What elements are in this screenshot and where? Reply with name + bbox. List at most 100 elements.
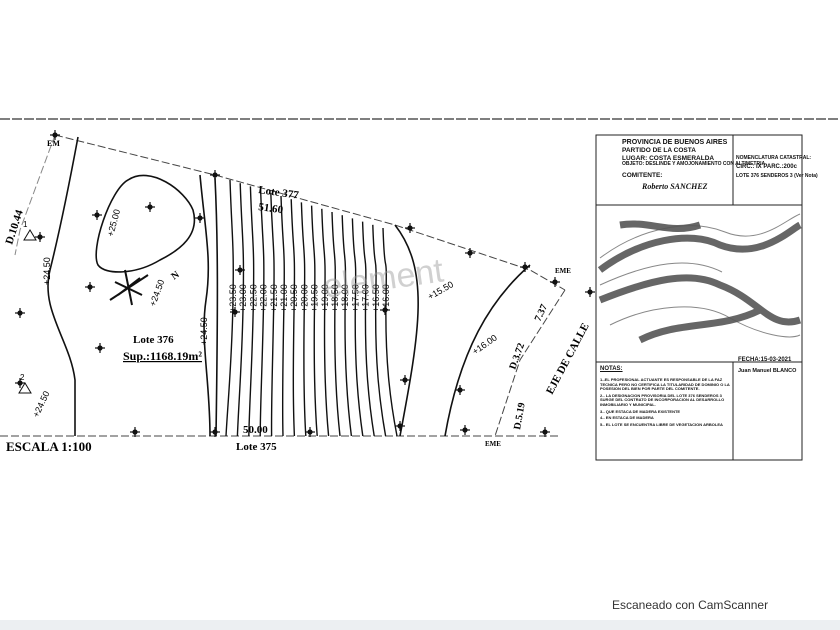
lot-375-label: Lote 375 — [236, 441, 277, 453]
fecha: FECHA:15-03-2021 — [738, 357, 792, 363]
survey-point-icon — [92, 210, 102, 220]
contour-line — [321, 208, 330, 437]
contour-label: +17.50 — [350, 284, 360, 312]
survey-point-icon — [95, 343, 105, 353]
benchmark-icon — [23, 229, 37, 241]
contour-line — [341, 215, 353, 437]
contour-label: +24.50 — [31, 389, 52, 418]
contour-line — [95, 174, 196, 273]
scale-label: ESCALA 1:100 — [6, 439, 92, 454]
north-arrow-icon — [109, 269, 149, 306]
contour-line — [290, 199, 296, 437]
contour-label: +16.00 — [381, 284, 391, 312]
contour-label: +16.00 — [470, 333, 498, 357]
lot-boundary-north — [54, 134, 566, 291]
note: 3.- QUE ESTACA DE MADERA EXISTENTE — [600, 408, 681, 414]
lot-boundary-east — [494, 289, 566, 437]
survey-point-icon — [465, 248, 475, 258]
contour-line — [361, 221, 375, 437]
contour-label: +19.00 — [320, 284, 330, 312]
survey-point-icon — [380, 305, 390, 315]
survey-point-icon — [15, 308, 25, 318]
east-dimension: 7.37 — [533, 303, 550, 324]
note: 4.- EN ESTACA DE MADERA — [600, 415, 654, 421]
contour-line — [248, 186, 255, 437]
area-label: Sup.:1168.19m² — [123, 349, 202, 363]
comitente: Roberto SANCHEZ — [642, 182, 708, 192]
corner-se: EME — [485, 440, 501, 448]
contour-line — [300, 202, 307, 437]
partido: PARTIDO DE LA COSTA — [622, 147, 696, 155]
contour-line — [394, 224, 419, 437]
title-block-left: PROVINCIA DE BUENOS AIRES PARTIDO DE LA … — [622, 139, 765, 191]
contour-label: +25.00 — [105, 208, 122, 237]
nomenclatura: NOMENCLATURA CATASTRAL: — [736, 155, 812, 161]
contour-label: +21.00 — [279, 284, 289, 312]
location-map — [597, 220, 802, 344]
lot-boundary-west — [14, 134, 56, 256]
contour-line — [214, 177, 219, 437]
contour-label: +19.50 — [310, 284, 320, 312]
survey-point-icon — [145, 202, 155, 212]
title-block-frame — [595, 134, 803, 461]
contour-line — [372, 224, 387, 437]
contour-line — [444, 264, 531, 437]
south-dimension: 50.00 — [243, 424, 268, 436]
contour-label: +23.00 — [238, 284, 248, 312]
survey-point-icon — [550, 277, 560, 287]
contour-label: +24.50 — [147, 278, 166, 308]
survey-point-icon — [195, 213, 205, 223]
survey-point-icon — [400, 375, 410, 385]
contour-label: +18.50 — [330, 284, 340, 312]
contour-line — [199, 174, 211, 437]
survey-point-icon — [235, 265, 245, 275]
survey-point-icon — [130, 427, 140, 437]
contour-line — [310, 205, 318, 437]
professional: Juan Manuel BLANCO — [738, 368, 797, 374]
province: PROVINCIA DE BUENOS AIRES — [622, 139, 728, 146]
contour-line — [47, 136, 79, 436]
street-axis-label: EJE DE CALLE — [544, 321, 592, 396]
survey-point-icon — [35, 232, 45, 242]
objeto: OBJETO: DESLINDE Y AMOJONAMIENTO CON ALT… — [622, 160, 766, 167]
survey-point-icon — [15, 378, 25, 388]
note: 1.-EL PROFESIONAL ACTUANTE ES RESPONSABL… — [600, 377, 730, 392]
contour-line — [270, 192, 275, 437]
comitente-label: COMITENTE: — [622, 171, 663, 179]
survey-point-icon — [585, 287, 595, 297]
benchmark-label: 2 — [20, 373, 25, 382]
north-label: N — [169, 269, 182, 283]
contour-label: +24.50 — [199, 317, 209, 345]
survey-point-icon — [540, 427, 550, 437]
contour-label: +18.00 — [340, 284, 350, 312]
contour-label: +22.00 — [259, 284, 269, 312]
contour-label: +20.50 — [289, 284, 299, 312]
contour-label: +24.50 — [42, 257, 52, 285]
survey-point-icon — [405, 223, 415, 233]
survey-point-icon — [460, 425, 470, 435]
notes-label: NOTAS: — [600, 366, 623, 372]
survey-point-icon — [210, 170, 220, 180]
contour-line — [351, 218, 364, 437]
east-dimension: D.5.19 — [512, 402, 528, 431]
contour-label: +22.50 — [248, 284, 258, 312]
contour-label: +20.00 — [299, 284, 309, 312]
survey-point-icon — [395, 421, 405, 431]
bottom-band — [0, 620, 840, 630]
note: 5.- EL LOTE SE ENCUENTRA LIBRE DE VEGETA… — [600, 421, 723, 427]
contour-line — [259, 189, 265, 437]
survey-point-icon — [305, 427, 315, 437]
contour-line — [331, 211, 341, 437]
contour-label: +21.50 — [269, 284, 279, 312]
contour-line — [236, 183, 245, 437]
contour-line — [280, 195, 285, 437]
corner-nw: EM — [47, 139, 60, 148]
notes-list: 1.-EL PROFESIONAL ACTUANTE ES RESPONSABL… — [600, 377, 730, 427]
contour-line — [225, 179, 234, 437]
east-dimension: D.3.72 — [507, 342, 527, 371]
title-block-right: NOMENCLATURA CATASTRAL: CIRC.: IX PARC.:… — [736, 150, 818, 179]
survey-point-icon — [520, 262, 530, 272]
survey-point-icon — [230, 307, 240, 317]
contour-label: +16.50 — [371, 284, 381, 312]
